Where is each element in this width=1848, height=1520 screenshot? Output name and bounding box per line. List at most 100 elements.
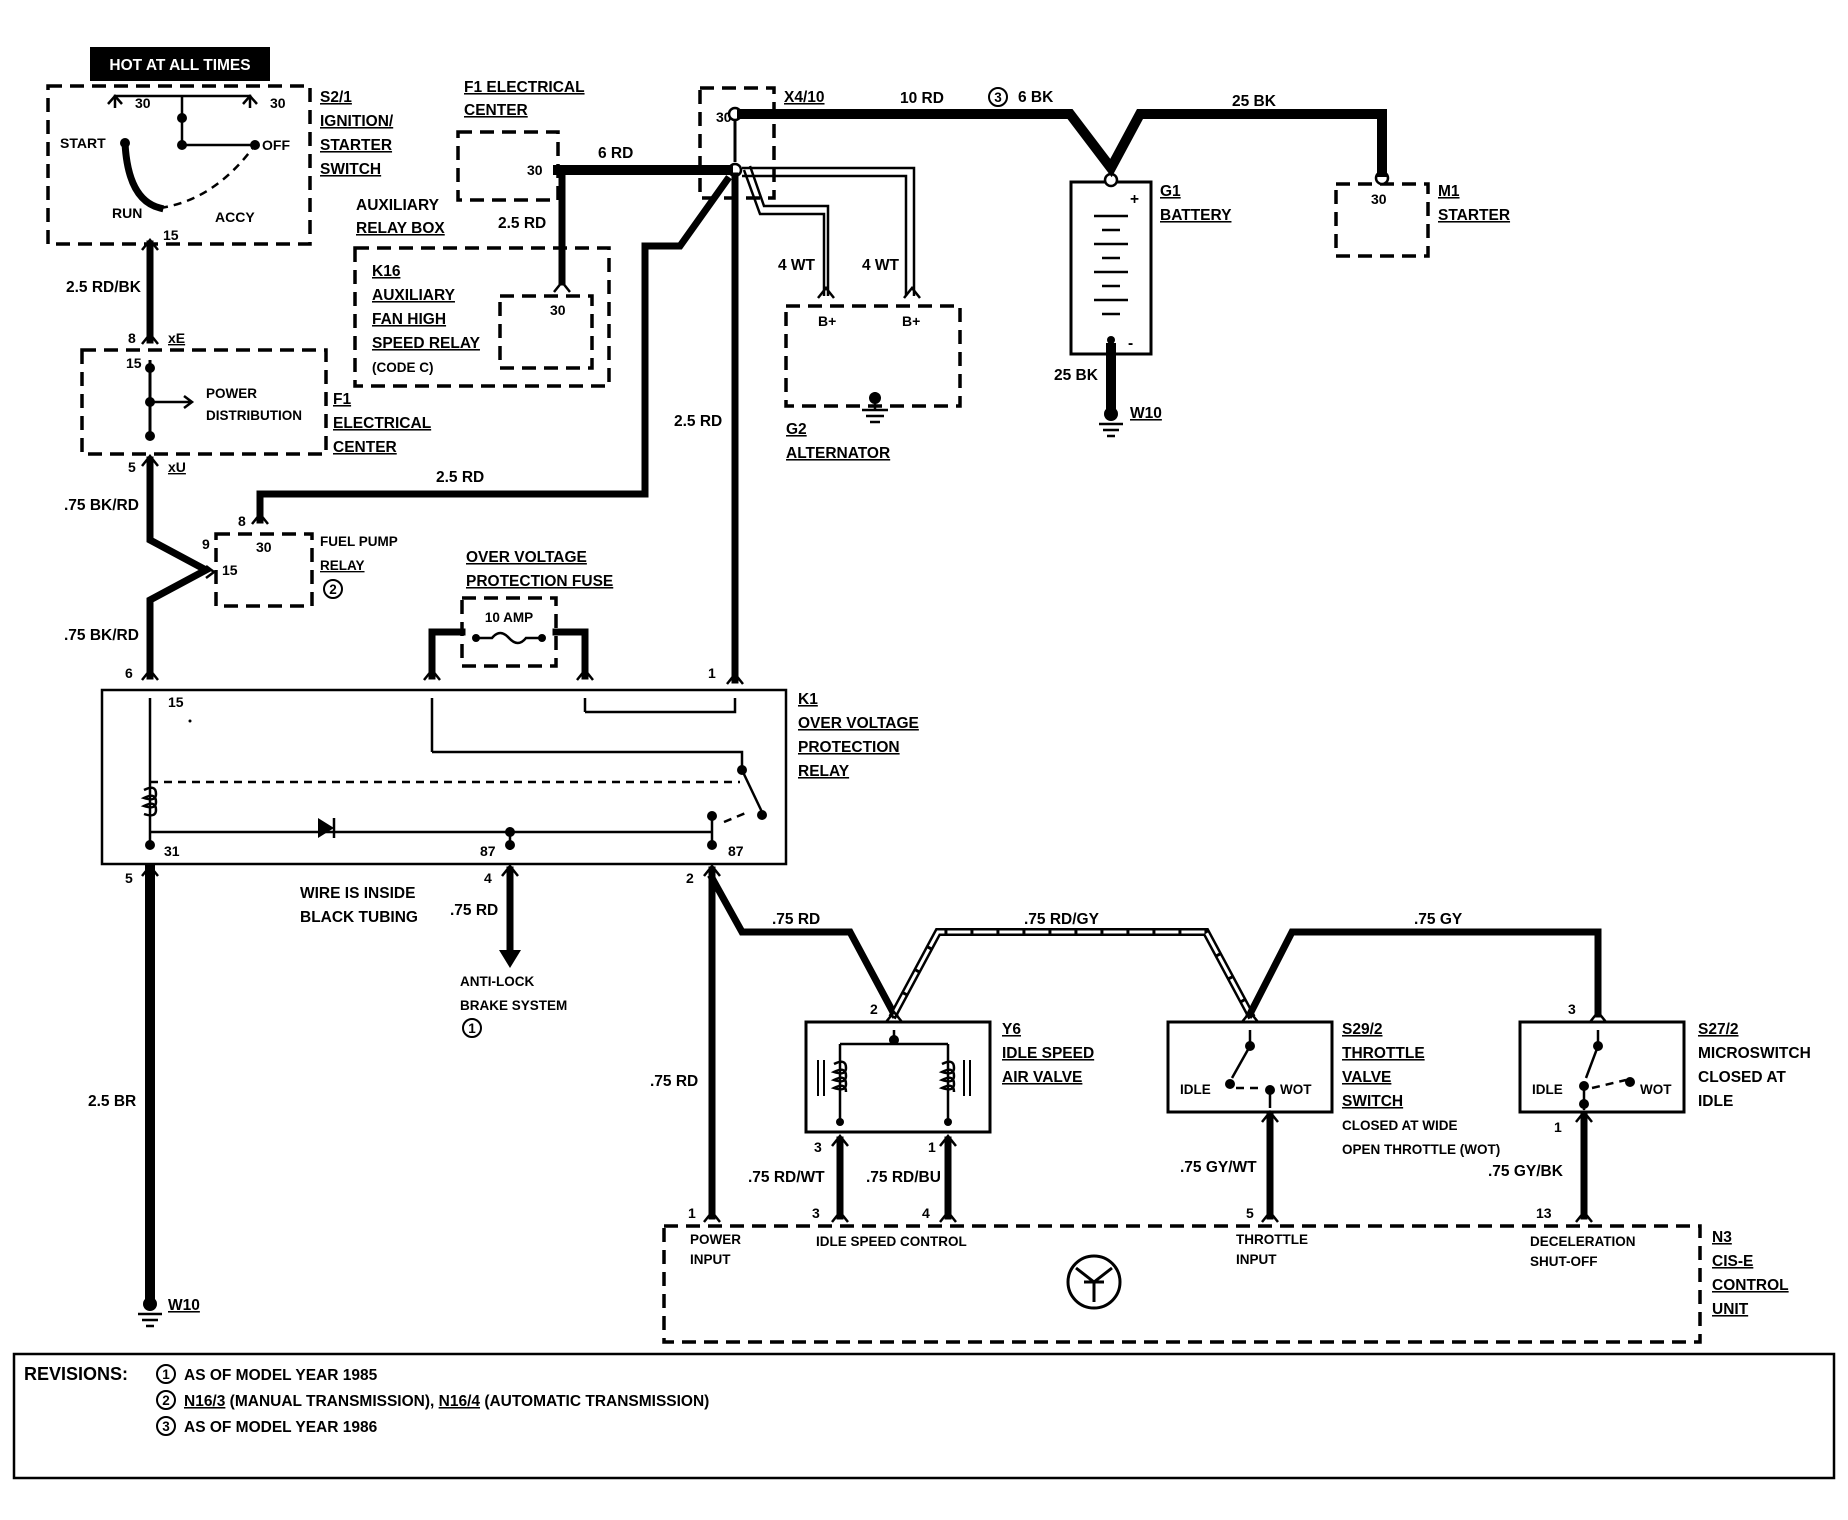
k1-terminal-87-a: 87: [480, 843, 496, 859]
battery-plus: +: [1130, 191, 1139, 208]
f1-power-distribution: POWER DISTRIBUTION 8 xE 15 5 xU F1 ELECT…: [80, 330, 431, 475]
hot-at-all-times-badge: HOT AT ALL TIMES: [90, 47, 270, 81]
ignition-starter-switch: 30 30 START OFF RUN ACCY 15 S2/1 IGNITIO…: [46, 84, 394, 246]
k16-name-line-3: SPEED RELAY: [372, 335, 481, 352]
k1-pin-2: 2: [686, 870, 694, 886]
battery-name: BATTERY: [1160, 207, 1232, 224]
s29-2-idle-label: IDLE: [1180, 1082, 1211, 1097]
wire-labels: 10 RD 3 6 BK 25 BK 6 RD 2.5 RD 4 WT 4 WT…: [64, 87, 1564, 1186]
s27-2-name-line-3: IDLE: [1698, 1093, 1733, 1110]
k1-name-line-1: OVER VOLTAGE: [798, 715, 919, 732]
wire-label-75rdbu: .75 RD/BU: [866, 1169, 941, 1186]
s29-2-note-line-1: CLOSED AT WIDE: [1342, 1118, 1458, 1133]
revision-1-number: 1: [162, 1367, 170, 1382]
starter-terminal-30: 30: [1371, 191, 1387, 207]
s27-2-wot-label: WOT: [1640, 1082, 1672, 1097]
starter-m1: 30 M1 STARTER: [1334, 170, 1510, 258]
revision-2-part-3: N16/4: [439, 1393, 481, 1410]
f1-mid-text-line-2: DISTRIBUTION: [206, 408, 302, 423]
s29-2-throttle-valve-switch: IDLE WOT S29/2 THROTTLE VALVE SWITCH CLO…: [1166, 1020, 1500, 1157]
wire-label-25rd-k16: 2.5 RD: [498, 215, 546, 232]
ovp-fuse-rating: 10 AMP: [485, 610, 533, 625]
n3-transistor-icon: [1066, 1254, 1122, 1310]
s2-1-name-line-3: SWITCH: [320, 161, 381, 178]
abs-line-2: BRAKE SYSTEM: [460, 998, 567, 1013]
aux-relay-box-line-1: AUXILIARY: [356, 197, 440, 214]
n3-pin-4: 4: [922, 1205, 930, 1221]
f1-mid-connector-xu: xU: [168, 459, 186, 475]
revision-1-text: AS OF MODEL YEAR 1985: [184, 1367, 378, 1384]
k1-pin-5: 5: [125, 870, 133, 886]
wire-label-75rdwt: .75 RD/WT: [748, 1169, 825, 1186]
revision-3-number: 3: [162, 1419, 170, 1434]
alternator-g2: B+ B+ G2 ALTERNATOR: [784, 304, 962, 462]
n3-input-idle-speed-control: IDLE SPEED CONTROL: [816, 1234, 967, 1249]
alternator-terminal-b-plus-2: B+: [902, 313, 920, 329]
s29-2-wot-label: WOT: [1280, 1082, 1312, 1097]
s27-2-name-line-2: CLOSED AT: [1698, 1069, 1786, 1086]
wire-label-75gy: .75 GY: [1414, 911, 1463, 928]
k1-terminal-87-b: 87: [728, 843, 744, 859]
f1-mid-connector-xe: xE: [168, 330, 185, 346]
f1-top-terminal-30: 30: [527, 162, 543, 178]
fuel-pump-relay-name-line-1: FUEL PUMP: [320, 534, 398, 549]
s27-2-pin-1: 1: [1554, 1119, 1562, 1135]
f1-mid-name-line-1: ELECTRICAL: [333, 415, 431, 432]
n3-pin-1: 1: [688, 1205, 696, 1221]
s2-1-terminal-30-left: 30: [135, 95, 151, 111]
s2-1-start-label: START: [60, 135, 106, 151]
n3-id: N3: [1712, 1229, 1732, 1246]
wire-label-25rd-main: 2.5 RD: [674, 413, 722, 430]
wire-label-4wt-b: 4 WT: [862, 257, 900, 274]
revision-2-part-1: N16/3: [184, 1393, 226, 1410]
s27-2-id: S27/2: [1698, 1021, 1739, 1038]
f1-electrical-center-top: 30 F1 ELECTRICAL CENTER: [456, 79, 585, 202]
s2-1-id: S2/1: [320, 89, 352, 106]
abs-line-1: ANTI-LOCK: [460, 974, 534, 989]
s29-2-id: S29/2: [1342, 1021, 1383, 1038]
fuel-pump-relay-pin-8: 8: [238, 513, 246, 529]
n3-cis-e-control-unit: 1 3 4 5 13 POWER INPUT IDLE SPEED CONTRO…: [662, 1205, 1789, 1344]
battery-minus: -: [1128, 335, 1133, 352]
f1-mid-terminal-8: 8: [128, 330, 136, 346]
s2-1-terminal-15: 15: [163, 227, 179, 243]
battery-g1: + - G1 BATTERY: [1069, 172, 1232, 356]
wire-label-75bkrd-a: .75 BK/RD: [64, 497, 139, 514]
starter-name: STARTER: [1438, 207, 1510, 224]
x4-10-id: X4/10: [784, 89, 825, 106]
s29-2-name-line-3: SWITCH: [1342, 1093, 1403, 1110]
y6-idle-speed-air-valve: 2 3 1 Y6 IDLE SPEED AIR VALVE: [804, 1001, 1094, 1155]
battery-id: G1: [1160, 183, 1181, 200]
wiring: [138, 109, 1607, 1328]
f1-top-name: CENTER: [464, 102, 528, 119]
y6-id: Y6: [1002, 1021, 1021, 1038]
k16-terminal-30: 30: [550, 302, 566, 318]
wire-label-75rd-side: .75 RD: [650, 1073, 698, 1090]
s29-2-name-line-1: THROTTLE: [1342, 1045, 1425, 1062]
s29-2-note-line-2: OPEN THROTTLE (WOT): [1342, 1142, 1500, 1157]
wire-label-25rd-fuel: 2.5 RD: [436, 469, 484, 486]
fuel-pump-relay: 30 15 8 9 FUEL PUMP RELAY 2: [202, 513, 398, 608]
f1-mid-terminal-5: 5: [128, 459, 136, 475]
n3-name-line-3: UNIT: [1712, 1301, 1749, 1318]
fuel-pump-relay-revision: 2: [329, 582, 337, 597]
wire-label-75bkrd-b: .75 BK/RD: [64, 627, 139, 644]
f1-mid-name-line-2: CENTER: [333, 439, 397, 456]
y6-pin-2: 2: [870, 1001, 878, 1017]
wire-label-75rd-abs: .75 RD: [450, 902, 498, 919]
wire-label-6bk: 6 BK: [1018, 89, 1054, 106]
auxiliary-relay-box: AUXILIARY RELAY BOX 30 K16 AUXILIARY FAN…: [353, 197, 611, 388]
s27-2-microswitch: IDLE WOT 3 1 S27/2 MICROSWITCH CLOSED AT…: [1518, 1001, 1811, 1135]
f1-mid-id: F1: [333, 391, 351, 408]
wire-label-75rdgy: .75 RD/GY: [1024, 911, 1100, 928]
wire-label-25bk-bottom: 25 BK: [1054, 367, 1099, 384]
s29-2-name-line-2: VALVE: [1342, 1069, 1391, 1086]
revisions-title: REVISIONS:: [24, 1364, 128, 1384]
wire-label-75gybk: .75 GY/BK: [1488, 1163, 1564, 1180]
s2-1-accy-label: ACCY: [215, 209, 255, 225]
n3-input-power-line-1: POWER: [690, 1232, 741, 1247]
revision-2-part-4: (AUTOMATIC TRANSMISSION): [480, 1393, 709, 1410]
s27-2-name-line-1: MICROSWITCH: [1698, 1045, 1811, 1062]
s2-1-off-label: OFF: [262, 137, 290, 153]
